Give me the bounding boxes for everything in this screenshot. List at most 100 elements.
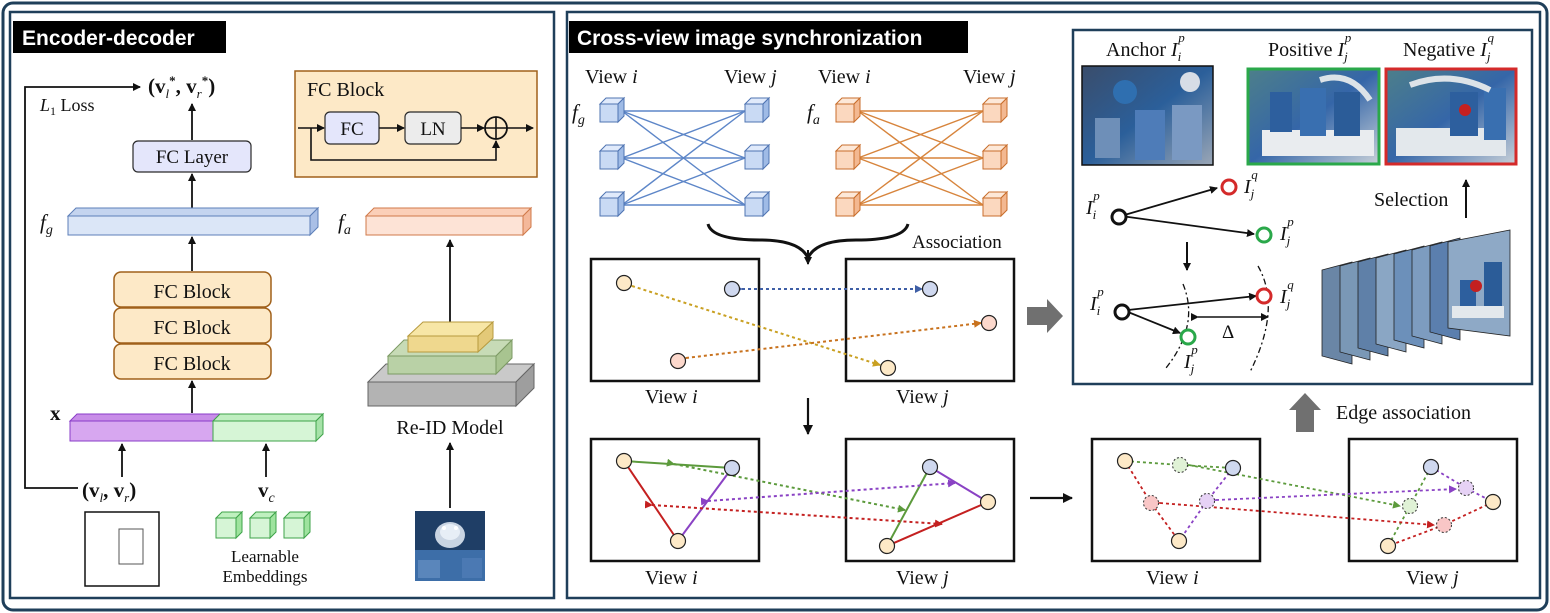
learnable-label-line1: Learnable — [231, 547, 299, 566]
edge-assoc-midpoint — [1199, 493, 1215, 509]
fa-node-view-j — [981, 96, 1009, 124]
sync-panel: Cross-view image synchronization View i … — [565, 10, 1542, 600]
fc-layer-label: FC Layer — [156, 147, 229, 168]
gray-arrow-right — [1027, 299, 1063, 333]
edge-view-j-label: View j — [896, 567, 949, 589]
fg-node-view-j — [743, 190, 771, 218]
encoder-decoder-title-bg — [13, 21, 226, 53]
output-label: (vl*, vr*) — [148, 73, 215, 101]
assoc-node — [615, 274, 633, 292]
edge-assoc-midpoint — [1143, 495, 1159, 511]
fa-label: fa — [338, 210, 351, 238]
x-label: x — [50, 401, 61, 425]
sync-title: Cross-view image synchronization — [577, 27, 922, 50]
x-bar — [68, 413, 222, 442]
fg-view-i-label: View i — [585, 66, 638, 88]
fg-sync-label: fg — [572, 100, 585, 128]
input-label: (vl, vr) — [82, 478, 136, 505]
encoder-decoder-frame — [8, 10, 556, 600]
fc-block-1-label: FC Block — [153, 281, 230, 303]
loss-label: L1 Loss — [39, 95, 95, 118]
assoc-node — [921, 280, 939, 298]
surgeon-photo — [415, 511, 485, 581]
gray-arrow-up — [1289, 393, 1321, 432]
edge-assoc-node — [1224, 459, 1242, 477]
edge-assoc-midpoint — [1402, 498, 1418, 514]
vc-label: vc — [258, 478, 276, 506]
assoc-view-j-label: View j — [896, 386, 949, 408]
fg-node-view-i — [598, 96, 626, 124]
fg-view-j-label: View j — [724, 66, 777, 88]
fg-node-view-i — [598, 143, 626, 171]
fc-layer-box — [132, 140, 252, 173]
fg-node-view-i — [598, 190, 626, 218]
learnable-cube-2 — [248, 510, 278, 540]
positive-label: Positive Ijp — [1268, 30, 1352, 64]
anchor-label: Anchor Iip — [1106, 30, 1185, 64]
negative-point — [1220, 178, 1238, 196]
loss-path — [24, 83, 141, 489]
edge-node — [979, 493, 997, 511]
delta-label: Δ — [1222, 322, 1234, 343]
fg-edge — [621, 110, 746, 206]
fc-block-detail-title: FC Block — [307, 79, 384, 101]
edge-assoc-midpoint — [1172, 457, 1188, 473]
fa-bar — [364, 206, 533, 237]
vc-bar — [211, 412, 325, 443]
anchor-point-2 — [1113, 303, 1131, 321]
learnable-cube-3 — [282, 510, 312, 540]
edge-node — [723, 459, 741, 477]
edge-assoc-node — [1379, 537, 1397, 555]
anchor-point — [1110, 208, 1128, 226]
fg-node-view-j — [743, 96, 771, 124]
edge-assoc-view-i-label: View i — [1146, 567, 1199, 589]
edge-assoc-node — [1116, 452, 1134, 470]
fa-node-view-i — [834, 190, 862, 218]
reid-label: Re-ID Model — [396, 417, 504, 439]
assoc-view-i-label: View i — [645, 386, 698, 408]
fc-block-2 — [113, 307, 272, 344]
fg-edge — [621, 157, 746, 206]
edge-purple-link — [700, 479, 956, 506]
selection-label: Selection — [1374, 189, 1448, 211]
encoder-decoder-title: Encoder-decoder — [22, 27, 195, 50]
edge-view-i-label: View i — [645, 567, 698, 589]
assoc-node — [723, 280, 741, 298]
assoc-node — [669, 352, 687, 370]
positive-point — [1255, 226, 1273, 244]
assoc-node — [879, 359, 897, 377]
fa-edge — [857, 110, 984, 159]
edge-assoc-node — [1484, 493, 1502, 511]
sync-title-bg — [569, 21, 968, 53]
fg-node-view-j — [743, 143, 771, 171]
fa-edge — [857, 157, 984, 206]
fg-bar — [66, 206, 320, 237]
edge-node — [615, 452, 633, 470]
edge-assoc-midpoint — [1436, 517, 1452, 533]
fa-sync-label: fa — [807, 100, 820, 128]
fc-block-2-label: FC Block — [153, 317, 230, 339]
edge-assoc-node — [1422, 458, 1440, 476]
fa-node-view-j — [981, 190, 1009, 218]
fa-node-view-i — [834, 96, 862, 124]
edge-red-link — [644, 500, 943, 528]
fa-edge — [857, 110, 984, 206]
fc-block-3 — [113, 343, 272, 380]
fc-detail-ln-label: LN — [420, 119, 446, 140]
bbox-inner-illustration — [118, 528, 144, 565]
negative-label: Negative Ijq — [1403, 30, 1494, 64]
assoc-node — [980, 314, 998, 332]
learnable-label-line2: Embeddings — [223, 567, 308, 586]
fg-edge — [621, 110, 746, 159]
learnable-embedding-cubes — [214, 510, 312, 540]
edge-assoc-node — [1170, 532, 1188, 550]
association-label: Association — [912, 232, 1002, 253]
video-frames-stack — [1321, 229, 1511, 365]
encoder-decoder-panel: Encoder-decoder (vl*, vr*) L1 Loss FC La… — [8, 10, 556, 600]
edge-association-label: Edge association — [1336, 402, 1471, 424]
edge-node — [669, 532, 687, 550]
fa-node-view-i — [834, 143, 862, 171]
fc-detail-fc-label: FC — [340, 119, 363, 140]
